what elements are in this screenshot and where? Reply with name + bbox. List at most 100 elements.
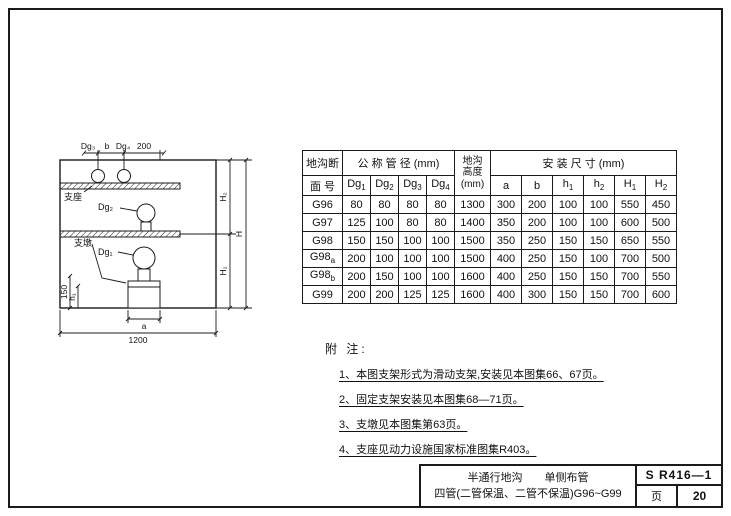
pipe-dg2 [136, 203, 156, 223]
pipe-dg1-saddle [137, 268, 151, 282]
value-cell: 150 [370, 267, 399, 286]
header-pipe-diameter: 公 称 管 径 (mm) [342, 150, 455, 176]
value-cell: 700 [614, 249, 646, 268]
pipe-dg1 [132, 246, 156, 270]
section-id: G98b [302, 267, 343, 286]
value-cell: 100 [398, 231, 427, 250]
value-cell: 100 [552, 195, 584, 214]
column-header: Dg4 [426, 175, 455, 196]
value-cell: 250 [521, 267, 553, 286]
value-cell: 100 [583, 195, 615, 214]
page-number: 20 [692, 489, 707, 503]
value-cell: 100 [583, 249, 615, 268]
note-item: 1、本图支架形式为滑动支架,安装见本图集66、67页。 [339, 369, 604, 381]
value-cell: 125 [398, 285, 427, 304]
value-cell: 400 [490, 249, 522, 268]
dim-label-h: H [234, 231, 244, 237]
value-cell: 200 [342, 249, 371, 268]
value-cell: 250 [521, 249, 553, 268]
value-cell: 300 [490, 195, 522, 214]
page-label: 页 [637, 486, 678, 506]
value-cell: 450 [645, 195, 677, 214]
title-block: 半通行地沟 单侧布管 四管(二管保温、二管不保温)G96~G99 S R416—… [419, 464, 721, 506]
label-dg1: Dg₁ [98, 247, 113, 257]
dimension-table-wrap: 地沟断 公 称 管 径 (mm) 地沟 高度 (mm) 安 装 尺 寸 (mm)… [302, 150, 677, 304]
value-cell: 150 [583, 285, 615, 304]
value-cell: 550 [645, 267, 677, 286]
value-cell: 400 [490, 267, 522, 286]
dim-label-1200: 1200 [129, 335, 148, 345]
header-install-dims: 安 装 尺 寸 (mm) [490, 150, 677, 176]
value-cell: 500 [645, 213, 677, 232]
drawing-title-line1: 半通行地沟 单侧布管 [467, 471, 589, 484]
value-cell: 550 [645, 231, 677, 250]
value-cell: 80 [426, 213, 455, 232]
value-cell: 600 [645, 285, 677, 304]
value-cell: 150 [552, 267, 584, 286]
dim-label-h1-small: h₁ [67, 293, 77, 301]
value-cell: 700 [614, 285, 646, 304]
value-cell: 80 [370, 195, 399, 214]
value-cell: 200 [342, 285, 371, 304]
value-cell: 80 [398, 195, 427, 214]
value-cell: 300 [521, 285, 553, 304]
trench-cross-section-diagram: Dg₃ b Dg₄ 200 a 1200 H₂ H₁ H 150 h₁ 支座 D… [57, 141, 252, 345]
label-zhizuo: 支座 [64, 191, 82, 202]
column-header: H1 [614, 175, 646, 196]
value-cell: 100 [398, 249, 427, 268]
dimension-table: 地沟断 公 称 管 径 (mm) 地沟 高度 (mm) 安 装 尺 寸 (mm)… [302, 150, 677, 304]
dimension-lines [57, 150, 252, 337]
note-item: 4、支座见动力设施国家标准图集R403。 [339, 444, 537, 456]
dim-label-b: b [105, 141, 110, 151]
note-item: 2、固定支架安装见本图集68—71页。 [339, 394, 524, 406]
label-zhidun: 支墩 [74, 237, 92, 248]
value-cell: 150 [583, 231, 615, 250]
value-cell: 350 [490, 231, 522, 250]
column-header: h2 [583, 175, 615, 196]
value-cell: 100 [370, 213, 399, 232]
value-cell: 150 [552, 231, 584, 250]
upper-bracket [59, 182, 181, 190]
value-cell: 1300 [454, 195, 491, 214]
section-id: G96 [302, 195, 343, 214]
value-cell: 100 [426, 249, 455, 268]
label-dg2: Dg₂ [98, 202, 114, 212]
dim-label-dg3: Dg₃ [81, 141, 95, 151]
value-cell: 100 [583, 213, 615, 232]
value-cell: 100 [426, 267, 455, 286]
value-cell: 1600 [454, 267, 491, 286]
value-cell: 80 [426, 195, 455, 214]
dim-label-dg4: Dg₄ [116, 141, 131, 151]
drawing-number: S R416—1 [637, 466, 721, 486]
column-header: h1 [552, 175, 584, 196]
notes-section: 附 注: 1、本图支架形式为滑动支架,安装见本图集66、67页。2、固定支架安装… [325, 340, 625, 466]
value-cell: 150 [552, 285, 584, 304]
column-header: Dg1 [342, 175, 371, 196]
value-cell: 350 [490, 213, 522, 232]
value-cell: 150 [342, 231, 371, 250]
dim-label-h1-cap: H₁ [218, 266, 228, 275]
value-cell: 150 [583, 267, 615, 286]
page-border: Dg₃ b Dg₄ 200 a 1200 H₂ H₁ H 150 h₁ 支座 D… [8, 8, 723, 508]
value-cell: 100 [426, 231, 455, 250]
value-cell: 650 [614, 231, 646, 250]
value-cell: 550 [614, 195, 646, 214]
pipe-dg3 [91, 169, 105, 183]
header-section-line2: 面 号 [302, 175, 343, 196]
column-header: a [490, 175, 522, 196]
dim-label-h2: H₂ [218, 192, 228, 201]
pipe-dg2-saddle [140, 221, 152, 232]
lower-bracket [59, 230, 181, 238]
section-id: G98a [302, 249, 343, 268]
value-cell: 80 [342, 195, 371, 214]
value-cell: 400 [490, 285, 522, 304]
section-id: G97 [302, 213, 343, 232]
dim-label-150: 150 [59, 285, 69, 299]
title-block-right: S R416—1 页 20 [635, 466, 721, 506]
value-cell: 500 [645, 249, 677, 268]
